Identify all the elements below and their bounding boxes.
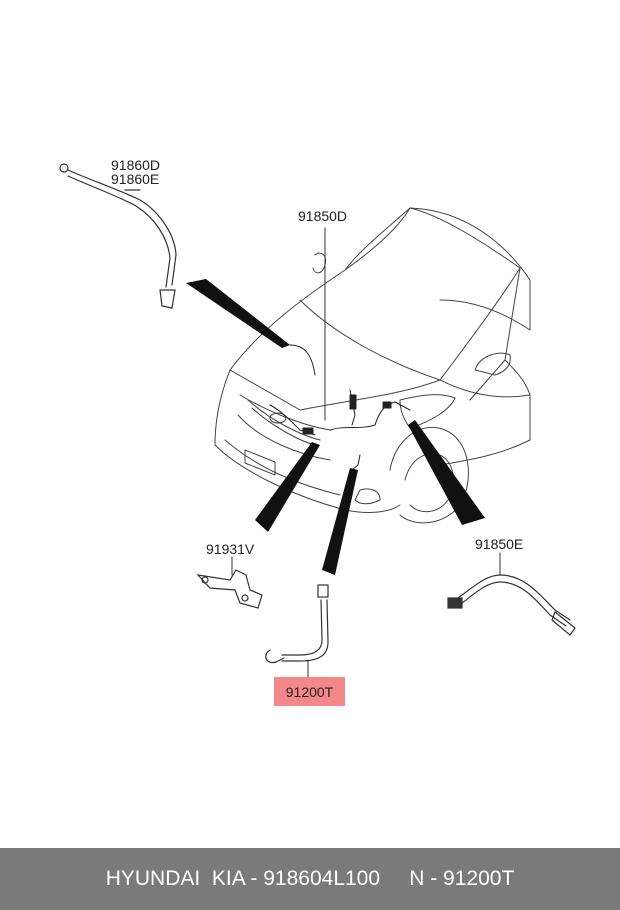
label-91200t-highlighted: 91200T	[274, 677, 345, 706]
car-body	[214, 207, 531, 524]
arrow-91931v	[255, 442, 320, 532]
label-91931v: 91931V	[206, 541, 255, 557]
label-91850e: 91850E	[475, 536, 524, 552]
label-91860d: 91860D	[111, 157, 161, 173]
cable-91860	[59, 163, 177, 309]
callout-arrows	[186, 279, 485, 575]
engine-wiring	[269, 344, 411, 471]
label-91850d: 91850D	[298, 208, 348, 224]
harness-91850e	[447, 574, 576, 636]
label-91860e: 91860E	[111, 171, 160, 187]
footer-text: HYUNDAI KIA - 918604L100 N - 91200T	[105, 867, 515, 890]
cable-91200t	[265, 584, 329, 664]
arrow-91850e	[408, 420, 485, 525]
bracket-91931v	[196, 569, 263, 609]
footer-bar: HYUNDAI KIA - 918604L100 N - 91200T	[0, 848, 620, 910]
parts-diagram	[59, 163, 576, 679]
arrow-91860	[186, 279, 290, 348]
arrow-91200t	[322, 468, 358, 575]
